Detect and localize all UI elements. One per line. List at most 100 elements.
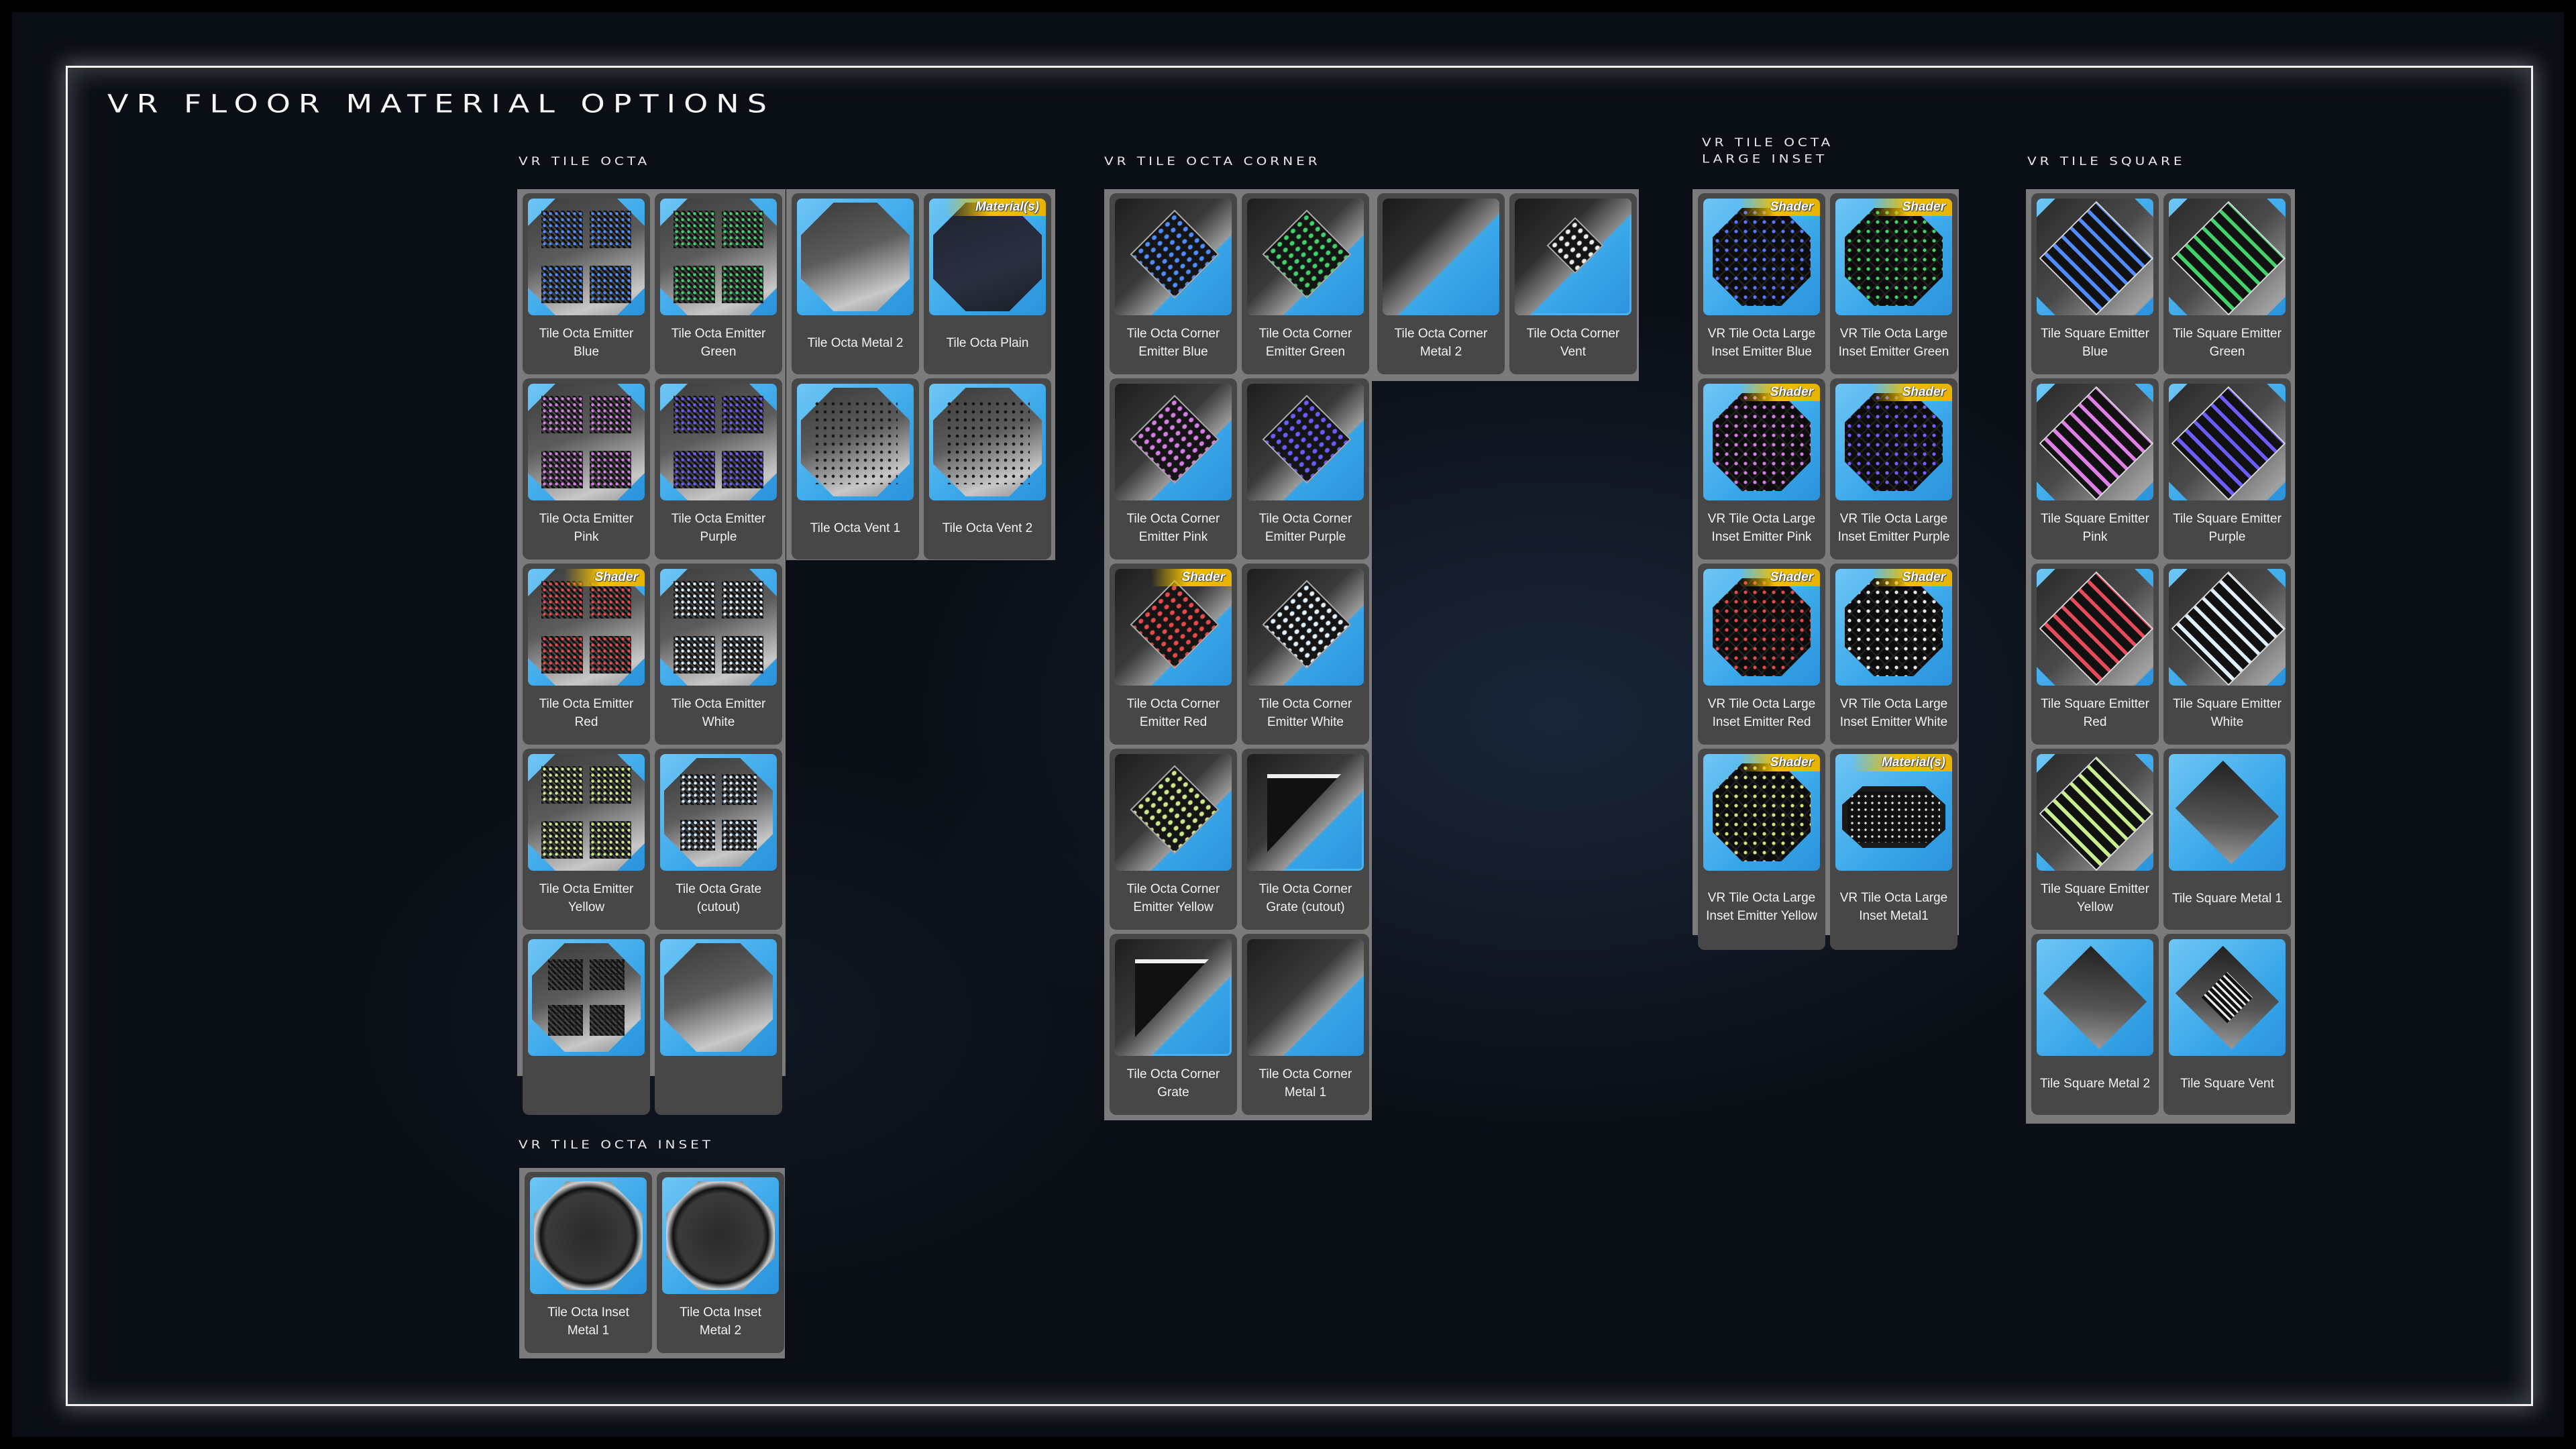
card-label: Tile Octa Emitter Yellow [539, 882, 634, 914]
card-label: Tile Octa Vent 2 [942, 521, 1033, 535]
material-card[interactable] [655, 934, 782, 1115]
thumbnail [660, 569, 777, 686]
material-card[interactable]: Tile Square Emitter Blue [2031, 193, 2159, 374]
material-card[interactable]: Shader Tile Octa Corner Emitter Red [1110, 564, 1237, 745]
card-label: Tile Octa Corner Emitter Blue [1126, 327, 1220, 359]
card-label: Tile Octa Vent 1 [810, 521, 901, 535]
material-card[interactable]: Shader Tile Octa Emitter Red [523, 564, 650, 745]
material-card[interactable] [523, 934, 650, 1115]
card-label: VR Tile Octa Large Inset Emitter Blue [1707, 327, 1816, 359]
material-card[interactable]: Tile Octa Emitter Purple [655, 378, 782, 559]
emitter-icon [674, 451, 715, 488]
thumbnail [660, 939, 777, 1056]
emitter-icon [590, 581, 631, 619]
octa-corner-extra-panel: Tile Octa Corner Metal 2 Tile Octa Corne… [1372, 189, 1639, 381]
material-card[interactable]: Tile Octa Emitter Pink [523, 378, 650, 559]
material-card[interactable]: Shader VR Tile Octa Large Inset Emitter … [1698, 193, 1825, 374]
material-card[interactable]: Tile Octa Corner Metal 1 [1242, 934, 1369, 1115]
material-card[interactable]: Tile Square Emitter Yellow [2031, 749, 2159, 930]
emitter-icon [541, 396, 583, 433]
thumbnail: Shader [1703, 754, 1820, 871]
material-card[interactable]: Tile Octa Corner Emitter Purple [1242, 378, 1369, 559]
material-card[interactable]: Tile Octa Emitter Green [655, 193, 782, 374]
shader-badge: Shader [1739, 754, 1820, 771]
thumbnail [2037, 384, 2153, 500]
material-card[interactable]: Tile Octa Grate (cutout) [655, 749, 782, 930]
card-label: Tile Octa Emitter Blue [539, 327, 634, 359]
card-label: VR Tile Octa Large Inset Emitter Yellow [1706, 891, 1817, 923]
large-inset-emitter-icon [1713, 578, 1811, 676]
thumbnail [2169, 569, 2286, 686]
material-card[interactable]: Tile Square Vent [2163, 934, 2291, 1115]
material-card[interactable]: Tile Octa Emitter Blue [523, 193, 650, 374]
material-card[interactable]: Tile Square Emitter White [2163, 564, 2291, 745]
vent-holes-icon [813, 400, 898, 484]
card-label: Tile Octa Inset Metal 2 [680, 1305, 761, 1338]
material-card[interactable]: Material(s) VR Tile Octa Large Inset Met… [1830, 749, 1957, 950]
card-label: Tile Octa Corner Emitter Pink [1126, 512, 1220, 544]
material-card[interactable]: Tile Octa Emitter Yellow [523, 749, 650, 930]
material-card[interactable]: Tile Octa Corner Emitter White [1242, 564, 1369, 745]
card-label: VR Tile Octa Large Inset Metal1 [1839, 891, 1948, 923]
material-card[interactable]: Tile Square Metal 2 [2031, 934, 2159, 1115]
material-card[interactable]: Shader VR Tile Octa Large Inset Emitter … [1698, 378, 1825, 559]
thumbnail: Material(s) [929, 199, 1046, 315]
thumbnail [528, 199, 645, 315]
card-label: Tile Square Vent [2180, 1076, 2274, 1091]
material-card[interactable]: Tile Octa Inset Metal 1 [525, 1172, 652, 1353]
card-label: Tile Octa Corner Grate (cutout) [1258, 882, 1352, 914]
section-title-line: VR Tile Octa [1702, 135, 1834, 150]
material-card[interactable]: Tile Octa Inset Metal 2 [657, 1172, 784, 1353]
material-card[interactable]: Tile Octa Emitter White [655, 564, 782, 745]
thumbnail [528, 384, 645, 500]
thumbnail [660, 199, 777, 315]
thumbnail: Material(s) [1835, 754, 1952, 871]
material-card[interactable]: Tile Square Emitter Red [2031, 564, 2159, 745]
octa-corner-panel: Tile Octa Corner Emitter Blue Tile Octa … [1104, 189, 1372, 1120]
card-label: VR Tile Octa Large Inset Emitter White [1839, 697, 1948, 729]
square-metal-icon [2175, 760, 2279, 865]
material-card[interactable]: Tile Square Emitter Pink [2031, 378, 2159, 559]
material-card[interactable]: Tile Octa Vent 1 [792, 378, 919, 559]
material-card[interactable]: Tile Octa Corner Metal 2 [1377, 193, 1505, 374]
card-label: Tile Octa Emitter Green [671, 327, 766, 359]
material-card[interactable]: Tile Octa Vent 2 [924, 378, 1051, 559]
material-card[interactable]: Tile Octa Corner Grate [1110, 934, 1237, 1115]
corner-tile-icon [1115, 939, 1232, 1056]
octa-large-inset-panel: Shader VR Tile Octa Large Inset Emitter … [1693, 189, 1959, 950]
grate-icon [548, 959, 583, 990]
octa-metal-icon [801, 203, 910, 311]
material-card[interactable]: Tile Octa Corner Emitter Pink [1110, 378, 1237, 559]
shader-badge: Shader [1739, 199, 1820, 216]
material-card[interactable]: Shader VR Tile Octa Large Inset Emitter … [1698, 564, 1825, 745]
material-card[interactable]: Tile Square Metal 1 [2163, 749, 2291, 930]
material-card[interactable]: Tile Octa Corner Emitter Green [1242, 193, 1369, 374]
material-card[interactable]: Tile Octa Corner Grate (cutout) [1242, 749, 1369, 930]
thumbnail: Shader [528, 569, 645, 686]
material-card[interactable]: Shader VR Tile Octa Large Inset Emitter … [1830, 193, 1957, 374]
vent-holes-icon [945, 400, 1030, 484]
thumbnail [1115, 384, 1232, 500]
material-card[interactable]: Material(s) Tile Octa Plain [924, 193, 1051, 374]
thumbnail [662, 1177, 779, 1294]
material-card[interactable]: Tile Octa Corner Vent [1509, 193, 1637, 374]
shader-badge: Shader [1871, 384, 1952, 401]
material-card[interactable]: Tile Octa Corner Emitter Blue [1110, 193, 1237, 374]
octa-plain-icon [933, 203, 1042, 311]
octa-inset-icon [666, 1181, 775, 1290]
material-card[interactable]: Tile Octa Metal 2 [792, 193, 919, 374]
shader-badge: Shader [564, 569, 645, 586]
thumbnail: Shader [1835, 569, 1952, 686]
material-card[interactable]: Shader VR Tile Octa Large Inset Emitter … [1830, 378, 1957, 559]
material-card[interactable]: Tile Square Emitter Green [2163, 193, 2291, 374]
material-card[interactable]: Shader VR Tile Octa Large Inset Emitter … [1830, 564, 1957, 745]
shader-badge: Shader [1739, 569, 1820, 586]
square-metal-icon [2043, 945, 2147, 1050]
material-card[interactable]: Tile Square Emitter Purple [2163, 378, 2291, 559]
thumbnail [1515, 199, 1631, 315]
material-card[interactable]: Tile Octa Corner Emitter Yellow [1110, 749, 1237, 930]
card-label: Tile Octa Corner Metal 1 [1258, 1067, 1352, 1099]
emitter-icon [674, 396, 715, 433]
material-card[interactable]: Shader VR Tile Octa Large Inset Emitter … [1698, 749, 1825, 950]
shader-badge: Shader [1871, 199, 1952, 216]
